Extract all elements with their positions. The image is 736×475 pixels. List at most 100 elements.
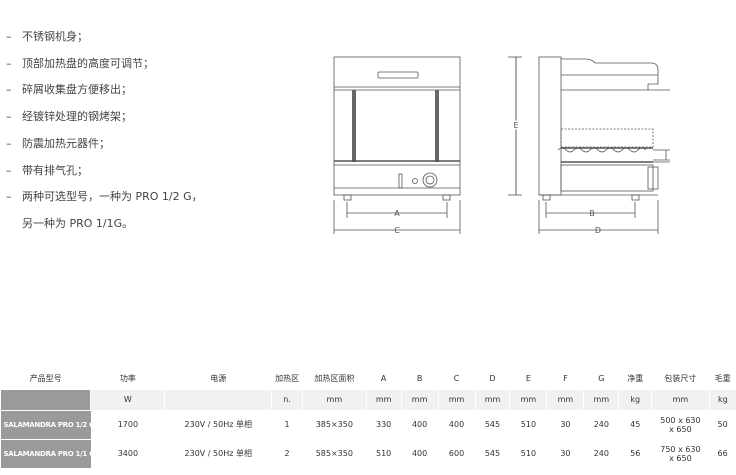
side-top-hood — [561, 58, 659, 91]
power-cell: 3400 — [90, 438, 165, 468]
supply-cell: 230V / 50Hz 单相 — [164, 438, 272, 468]
net-weight-cell: 56 — [618, 438, 652, 468]
spec-table: 产品型号 功率 电源 加热区 加热区面积 A B C D E F G 净重 包装… — [0, 366, 736, 468]
unit-cell — [0, 390, 91, 410]
supply-cell: 230V / 50Hz 单相 — [164, 409, 272, 439]
feature-item: –不锈钢机身； — [6, 24, 326, 51]
model-name: SALAMANDRA PRO 1/1 G — [0, 438, 95, 468]
feature-item: –顶部加热盘的高度可调节； — [6, 51, 326, 78]
header-cell: A — [380, 373, 387, 383]
dim-e-cell: 510 — [509, 409, 547, 439]
dim-c-cell: 400 — [438, 409, 476, 439]
dim-f-cell: 30 — [546, 409, 584, 439]
header-cell: F — [563, 373, 568, 383]
dim-a-cell: 330 — [366, 409, 402, 439]
side-grill-rack — [557, 147, 647, 153]
dim-g-cell: 240 — [583, 438, 619, 468]
header-cell: 毛重 — [714, 373, 731, 383]
side-front-panel — [647, 166, 659, 190]
header-cell: 加热区 — [275, 373, 300, 383]
dim-a-cell: 510 — [366, 438, 402, 468]
feature-text: 经镀锌处理的钢烤架； — [22, 110, 132, 124]
table-header-row: 产品型号 功率 电源 加热区 加热区面积 A B C D E F G 净重 包装… — [1, 366, 736, 390]
header-cell: E — [525, 373, 531, 383]
table-units-row: W n. mm mm mm mm mm mm mm mm kg mm kg — [0, 390, 736, 410]
area-cell: 385×350 — [302, 409, 367, 439]
side-view: E G F B D — [508, 56, 670, 235]
gross-weight-cell: 50 — [709, 409, 736, 439]
power-cell: 1700 — [90, 409, 165, 439]
dimension-label-c: C — [394, 226, 400, 235]
unit-cell: mm — [546, 390, 584, 410]
feature-item: –防震加热元器件； — [6, 131, 326, 158]
net-weight-cell: 45 — [618, 409, 652, 439]
unit-cell: n. — [271, 390, 303, 410]
header-cell: 净重 — [627, 373, 644, 383]
dim-b-cell: 400 — [401, 438, 439, 468]
zones-cell: 2 — [271, 438, 303, 468]
header-cell: B — [416, 373, 423, 383]
header-cell: 加热区面积 — [314, 373, 355, 383]
unit-cell — [164, 390, 272, 410]
zones-cell: 1 — [271, 409, 303, 439]
control-knob-icon — [422, 172, 438, 188]
feature-item: –两种可选型号，一种为 PRO 1/2 G， — [6, 184, 326, 211]
side-front-foot — [631, 194, 640, 201]
unit-cell: mm — [474, 390, 510, 410]
front-left-foot — [343, 194, 352, 201]
dim-c-cell: 600 — [438, 438, 476, 468]
dimension-label-a: A — [394, 209, 400, 218]
unit-cell: mm — [651, 390, 710, 410]
indicator-light-icon — [412, 178, 418, 184]
unit-cell: kg — [618, 390, 652, 410]
feature-text: 两种可选型号，一种为 PRO 1/2 G， — [22, 190, 203, 204]
unit-cell: mm — [583, 390, 619, 410]
feature-item: –碎屑收集盘方便移出； — [6, 77, 326, 104]
dimension-label-b: B — [589, 209, 595, 218]
model-name: SALAMANDRA PRO 1/2 G — [0, 409, 95, 439]
dim-d-cell: 545 — [475, 409, 510, 439]
feature-item-continuation: –另一种为 PRO 1/1G。 — [6, 211, 326, 238]
unit-cell: mm — [365, 390, 402, 410]
gross-weight-cell: 66 — [709, 438, 736, 468]
side-back-foot — [542, 194, 551, 201]
unit-cell: mm — [400, 390, 439, 410]
front-left-bracket — [352, 90, 356, 162]
header-cell: G — [598, 373, 605, 383]
header-cell: 包装尺寸 — [664, 373, 697, 383]
front-switch — [398, 173, 403, 189]
unit-cell: kg — [708, 390, 736, 410]
area-cell: 585×350 — [302, 438, 367, 468]
unit-cell: mm — [509, 390, 547, 410]
side-column — [538, 56, 562, 196]
side-heating-plate — [560, 128, 654, 148]
front-right-foot — [442, 194, 451, 201]
front-body-outline — [333, 56, 461, 196]
front-handle — [377, 71, 419, 79]
table-row: SALAMANDRA PRO 1/2 G 1700 230V / 50Hz 单相… — [0, 409, 736, 439]
feature-item: –经镀锌处理的钢烤架； — [6, 104, 326, 131]
front-view: A C — [333, 56, 461, 235]
dimension-label-d: D — [595, 226, 601, 235]
header-cell: D — [489, 373, 496, 383]
dim-d-cell: 545 — [475, 438, 510, 468]
feature-text: 不锈钢机身； — [22, 30, 88, 43]
feature-text: 带有排气孔； — [22, 163, 88, 177]
technical-drawing: A C E G F — [333, 56, 670, 235]
feature-list: –不锈钢机身； –顶部加热盘的高度可调节； –碎屑收集盘方便移出； –经镀锌处理… — [6, 24, 326, 238]
unit-cell: W — [90, 390, 165, 410]
dim-e-cell: 510 — [509, 438, 547, 468]
dim-b-cell: 400 — [401, 409, 439, 439]
header-cell: 电源 — [210, 373, 227, 383]
unit-cell: mm — [301, 390, 367, 410]
header-cell: C — [453, 373, 460, 383]
dim-g-cell: 240 — [583, 409, 619, 439]
table-row: SALAMANDRA PRO 1/1 G 3400 230V / 50Hz 单相… — [0, 438, 736, 468]
header-cell: 产品型号 — [29, 373, 62, 383]
feature-item: –带有排气孔； — [6, 158, 326, 185]
dim-f-cell: 30 — [546, 438, 584, 468]
feature-text: 顶部加热盘的高度可调节； — [22, 56, 154, 70]
unit-cell: mm — [437, 390, 476, 410]
